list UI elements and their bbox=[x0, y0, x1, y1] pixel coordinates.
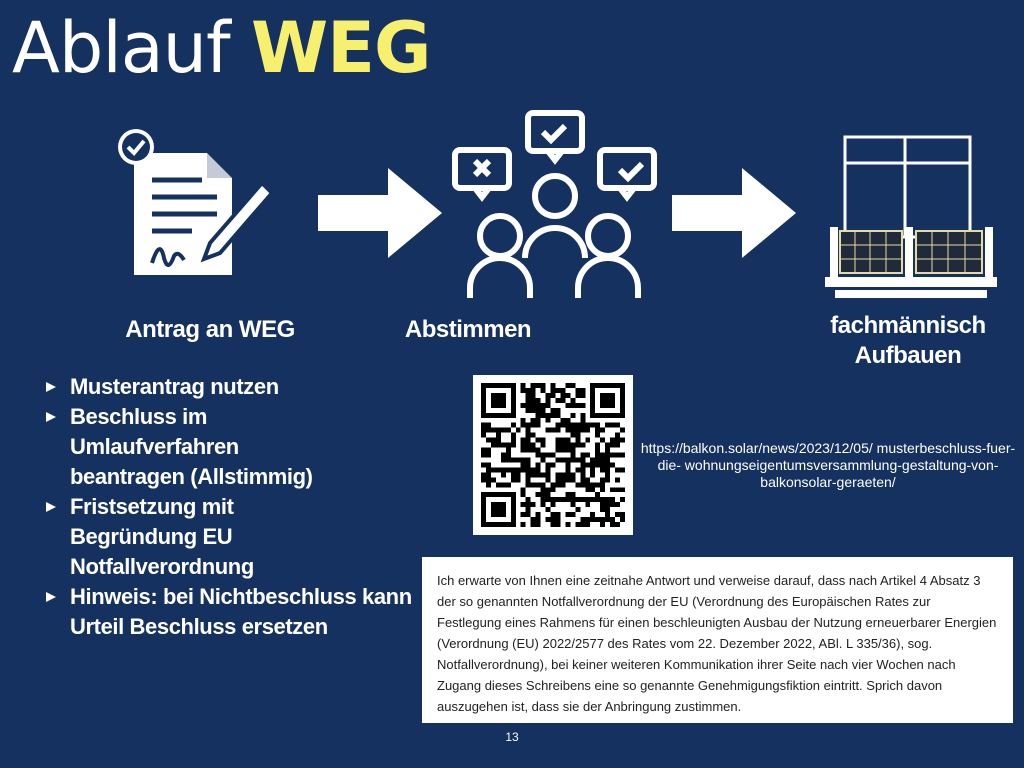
step-label-abstimmen: Abstimmen bbox=[404, 316, 532, 343]
bullet-item: Beschluss im Umlaufverfahren beantragen … bbox=[44, 402, 344, 492]
bullet-item: Musterantrag nutzen bbox=[44, 372, 424, 402]
bullet-list: Musterantrag nutzen Beschluss im Umlaufv… bbox=[44, 372, 424, 642]
balcony-solar-icon bbox=[825, 135, 997, 298]
bullet-item: Fristsetzung mit Begründung EU Notfallve… bbox=[44, 492, 304, 582]
people-vote-icon bbox=[452, 110, 657, 298]
url-link[interactable]: https://balkon.solar/news/2023/12/05/ mu… bbox=[640, 440, 1016, 490]
page-title: Ablauf WEG bbox=[12, 7, 431, 89]
arrow-right-icon bbox=[672, 168, 796, 258]
qr-code[interactable] bbox=[473, 375, 633, 535]
step-label-antrag: Antrag an WEG bbox=[125, 316, 295, 343]
quote-box: Ich erwarte von Ihnen eine zeitnahe Antw… bbox=[422, 557, 1013, 723]
bullet-item: Hinweis: bei Nichtbeschluss kann Urteil … bbox=[44, 582, 424, 642]
document-sign-icon bbox=[118, 129, 275, 275]
page-number: 13 bbox=[505, 730, 519, 744]
title-highlight: WEG bbox=[250, 7, 431, 89]
arrow-right-icon bbox=[318, 168, 442, 258]
